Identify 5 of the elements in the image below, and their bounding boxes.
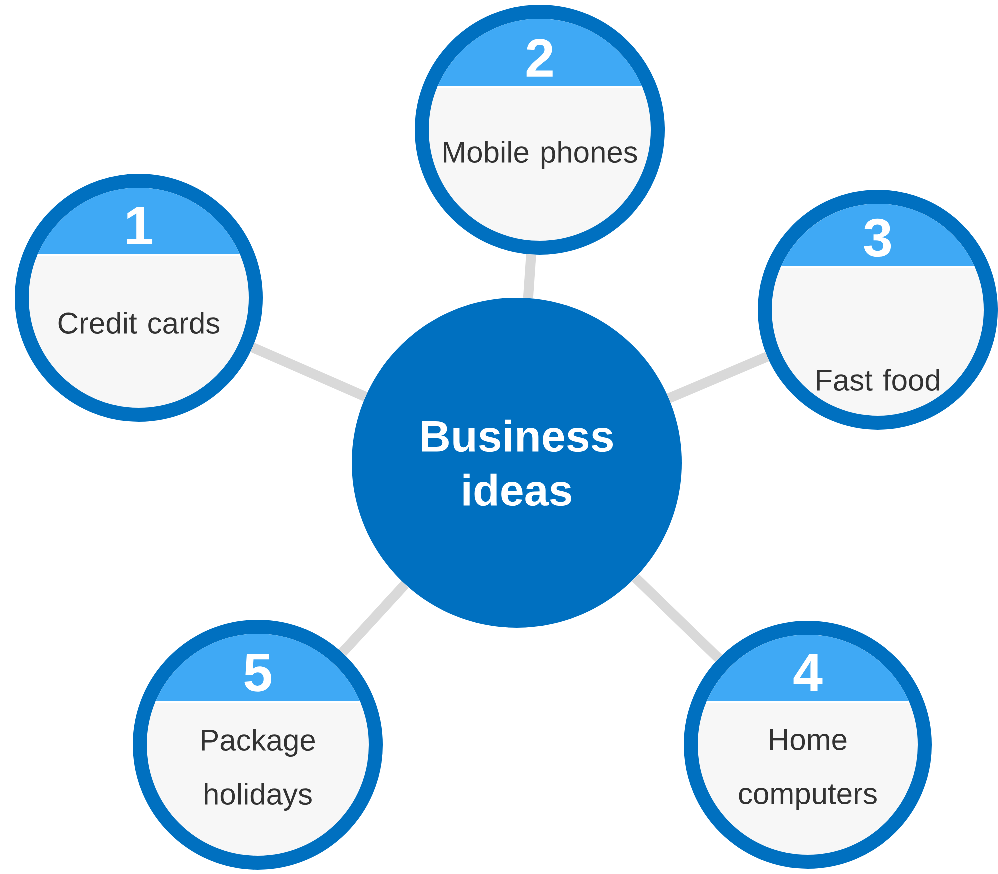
connector	[338, 581, 409, 656]
connector	[632, 574, 722, 662]
connector	[523, 254, 536, 299]
connector	[667, 352, 770, 404]
connector	[250, 343, 368, 402]
